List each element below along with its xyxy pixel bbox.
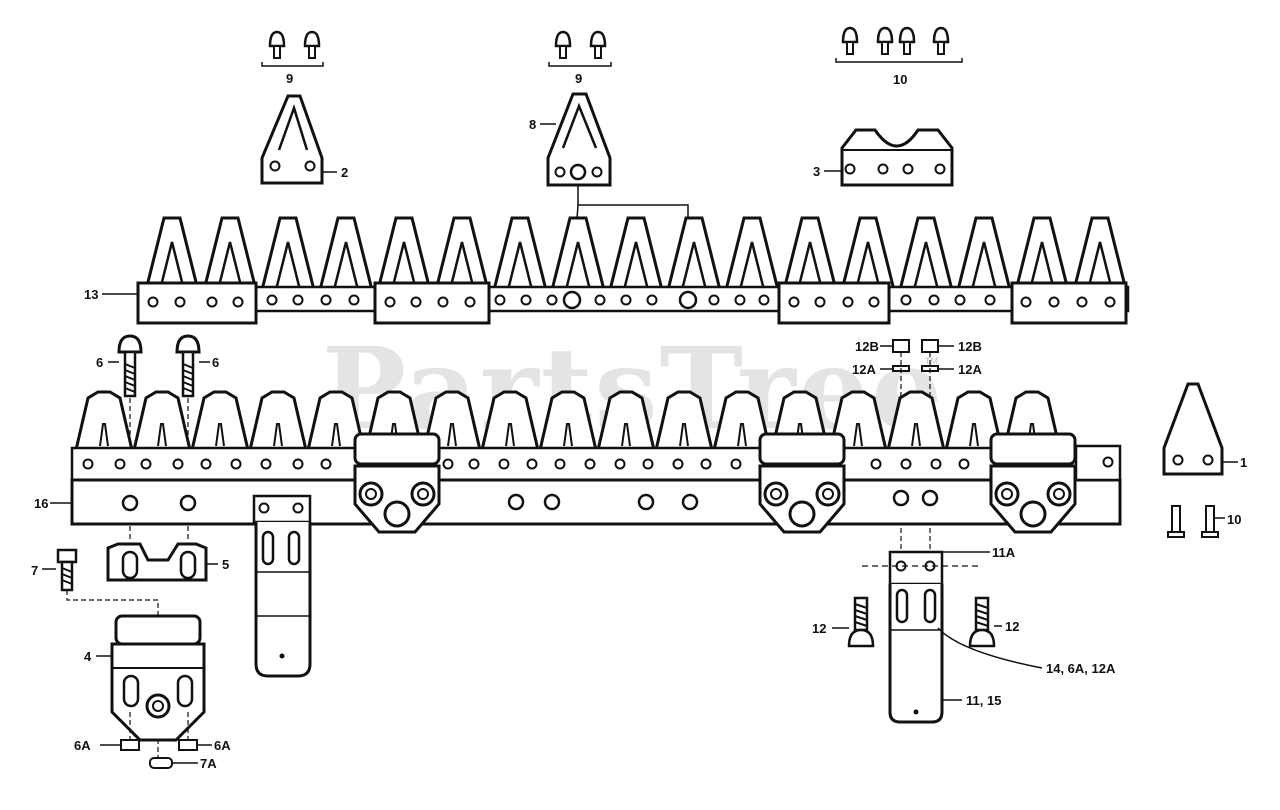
bolt-12-right: [968, 596, 996, 648]
callout-12-left: 12: [812, 621, 826, 636]
callout-10-top: 10: [893, 72, 907, 87]
section-blade-1: [1162, 382, 1224, 476]
callout-12b-left: 12B: [855, 339, 879, 354]
section-blade-8: [546, 92, 612, 187]
callout-7: 7: [31, 563, 38, 578]
callout-6a-right: 6A: [214, 738, 231, 753]
callout-13: 13: [84, 287, 98, 302]
callout-11-15: 11, 15: [966, 693, 1001, 708]
clip-3: [840, 128, 954, 187]
rivet-group-9-left: [261, 30, 324, 67]
callout-1: 1: [1240, 455, 1247, 470]
callout-7a: 7A: [200, 756, 217, 771]
callout-12a-right: 12A: [958, 362, 982, 377]
section-blade-2: [260, 94, 324, 185]
guard-teeth: [74, 390, 1062, 452]
guard-bar-holes: [121, 489, 939, 512]
guard-head-4: [110, 614, 206, 742]
bolt-6-left: [117, 334, 143, 398]
callout-16: 16: [34, 496, 48, 511]
sickle-sections: [144, 216, 1128, 292]
bolt-6-right: [175, 334, 201, 398]
callout-6a-left: 6A: [74, 738, 91, 753]
hold-down-strap-left: [252, 494, 312, 678]
clip-5: [106, 542, 208, 582]
callout-4: 4: [84, 649, 92, 664]
sickle-back-holes: [147, 290, 1116, 310]
rivets-10-right: [1167, 505, 1219, 538]
callout-10-right: 10: [1227, 512, 1241, 527]
guard-head-2: [758, 432, 846, 534]
callout-3: 3: [813, 164, 820, 179]
callout-9-left: 9: [286, 71, 293, 86]
guard-head-3: [989, 432, 1077, 534]
callout-6-right: 6: [212, 355, 219, 370]
callout-6-left: 6: [96, 355, 103, 370]
guard-head-1: [353, 432, 441, 534]
callout-5: 5: [222, 557, 229, 572]
bolt-12-left: [847, 596, 875, 648]
sickle-assembly-13: [136, 216, 1130, 325]
callout-8: 8: [529, 117, 536, 132]
callout-2: 2: [341, 165, 348, 180]
callout-11a: 11A: [992, 545, 1016, 560]
callout-12a-left: 12A: [852, 362, 876, 377]
watermark-trademark: TM: [925, 356, 938, 366]
rivet-group-10-top: [835, 26, 963, 63]
bolt-7: [56, 548, 78, 592]
hold-down-strap-right: [888, 550, 944, 724]
guard-bar-16: [70, 390, 1122, 534]
callout-9-center: 9: [575, 71, 582, 86]
callout-12-right: 12: [1005, 619, 1019, 634]
callout-14-6a-12a: 14, 6A, 12A: [1046, 661, 1116, 676]
rivet-group-9-center: [548, 30, 612, 67]
nut-7a: [149, 757, 173, 769]
callout-12b-right: 12B: [958, 339, 982, 354]
